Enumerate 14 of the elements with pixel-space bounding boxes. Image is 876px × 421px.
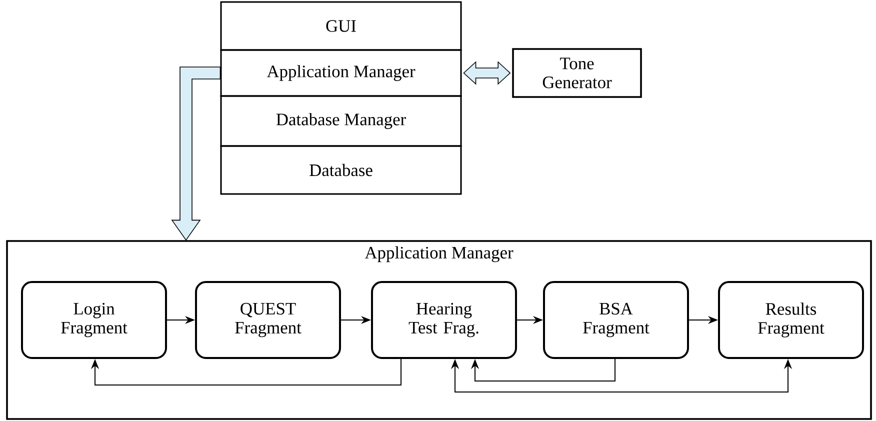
layer-box: Database Manager (220, 95, 462, 147)
layer-box: Database (220, 145, 462, 195)
block-arrow (171, 66, 221, 241)
fragment-box: BSA Fragment (543, 281, 689, 359)
arrow (470, 358, 616, 382)
process-box: Tone Generator (512, 48, 642, 98)
fragment-box: Results Fragment (718, 281, 864, 359)
layer-box: GUI (220, 1, 462, 51)
block-arrow (463, 61, 511, 85)
fragment-box: Login Fragment (21, 281, 167, 359)
fragment-box: Hearing Test Frag. (371, 281, 517, 359)
fragment-box: QUEST Fragment (195, 281, 341, 359)
layer-box: Application Manager (220, 49, 462, 97)
arrow (90, 358, 402, 386)
